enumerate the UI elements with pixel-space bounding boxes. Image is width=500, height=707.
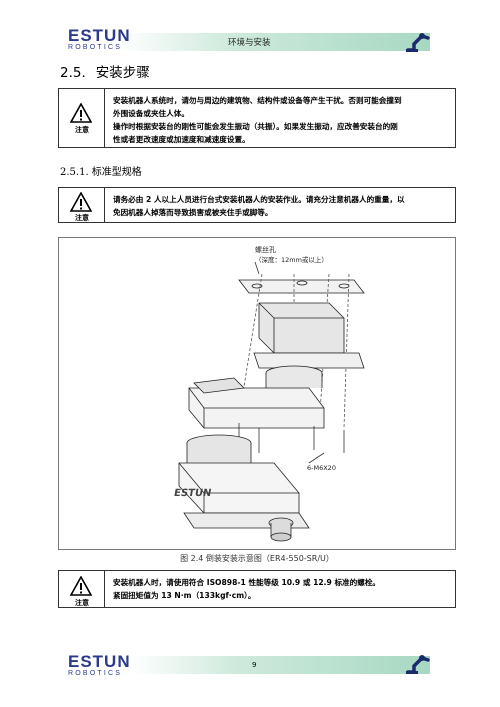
figure-frame: 螺丝孔 （深度：12mm或以上） 6-M6X20 ESTUN <box>58 237 456 550</box>
caution-box-3: 注意 安装机器人时，请使用符合 ISO898-1 性能等级 10.9 或 12.… <box>58 570 456 608</box>
caution3-line: 紧固扭矩值为 13 N·m（133kgf·cm）。 <box>113 591 256 600</box>
robot-brand-text: ESTUN <box>173 488 212 499</box>
caution1-line: 外围设备或夹住人体。 <box>113 109 189 118</box>
caution-text-2: 请务必由 2 人以上人员进行台式安装机器人的安装作业。请充分注意机器人的重量，以… <box>105 188 455 222</box>
robot-arm-icon <box>406 33 430 52</box>
caution-label: 注意 <box>75 214 89 222</box>
caution1-line: 性或者更改速度或加速度和减速度设置。 <box>113 135 250 144</box>
footer-band <box>130 656 430 674</box>
callout-sub: （深度：12mm或以上） <box>255 255 328 264</box>
warning-triangle-icon <box>70 192 92 212</box>
callout-title: 螺丝孔 <box>255 245 276 254</box>
warning-triangle-icon <box>70 576 92 596</box>
robot-inverted-mount-drawing: 螺丝孔 （深度：12mm或以上） 6-M6X20 ESTUN <box>173 245 365 542</box>
caution-icon-column: 注意 <box>59 89 105 147</box>
header-logo: ESTUN ROBOTICS <box>68 26 131 51</box>
page-header: ESTUN ROBOTICS 环境与安装 <box>0 0 500 56</box>
caution1-line: 操作时根据安装台的刚性可能会发生振动（共振）。如果发生振动，应改善安装台的刚 <box>113 122 398 131</box>
bolt-label: 6-M6X20 <box>307 464 336 472</box>
caution2-line: 免因机器人掉落而导致损害或被夹住手或脚等。 <box>113 208 273 217</box>
caution-icon-column: 注意 <box>59 571 105 607</box>
section-title: 2.5. 安装步骤 <box>60 61 150 81</box>
caution-text-1: 安装机器人系统时，请勿与周边的建筑物、结构件或设备等产生干扰。否则可能会撞到 外… <box>105 89 455 147</box>
caution-text-3: 安装机器人时，请使用符合 ISO898-1 性能等级 10.9 或 12.9 标… <box>105 571 455 607</box>
caution1-line: 安装机器人系统时，请勿与周边的建筑物、结构件或设备等产生干扰。否则可能会撞到 <box>113 96 402 105</box>
logo-sub-text: ROBOTICS <box>68 44 123 51</box>
logo-main-text: ESTUN <box>68 26 131 45</box>
caution-label: 注意 <box>75 126 89 134</box>
page-number: 9 <box>252 661 257 669</box>
caution-box-2: 注意 请务必由 2 人以上人员进行台式安装机器人的安装作业。请充分注意机器人的重… <box>58 187 456 223</box>
caution-box-1: 注意 安装机器人系统时，请勿与周边的建筑物、结构件或设备等产生干扰。否则可能会撞… <box>58 88 456 148</box>
figure-caption: 图 2.4 倒装安装示意图（ER4-550-SR/U） <box>180 554 334 563</box>
subsection-title: 2.5.1. 标准型规格 <box>60 167 142 178</box>
section-title-text: 安装步骤 <box>95 65 150 81</box>
footer-logo: ESTUN ROBOTICS <box>68 652 131 677</box>
caution3-line: 安装机器人时，请使用符合 ISO898-1 性能等级 10.9 或 12.9 标… <box>113 578 381 587</box>
caution-icon-column: 注意 <box>59 188 105 222</box>
logo-sub-text: ROBOTICS <box>68 670 123 677</box>
header-title: 环境与安装 <box>228 38 271 48</box>
caution2-line: 请务必由 2 人以上人员进行台式安装机器人的安装作业。请充分注意机器人的重量，以 <box>113 195 405 204</box>
header-band <box>120 33 430 51</box>
caution-label: 注意 <box>75 599 89 607</box>
warning-triangle-icon <box>70 103 92 123</box>
section-number: 2.5. <box>60 65 86 81</box>
robot-arm-icon <box>406 655 430 674</box>
logo-main-text: ESTUN <box>68 652 131 671</box>
